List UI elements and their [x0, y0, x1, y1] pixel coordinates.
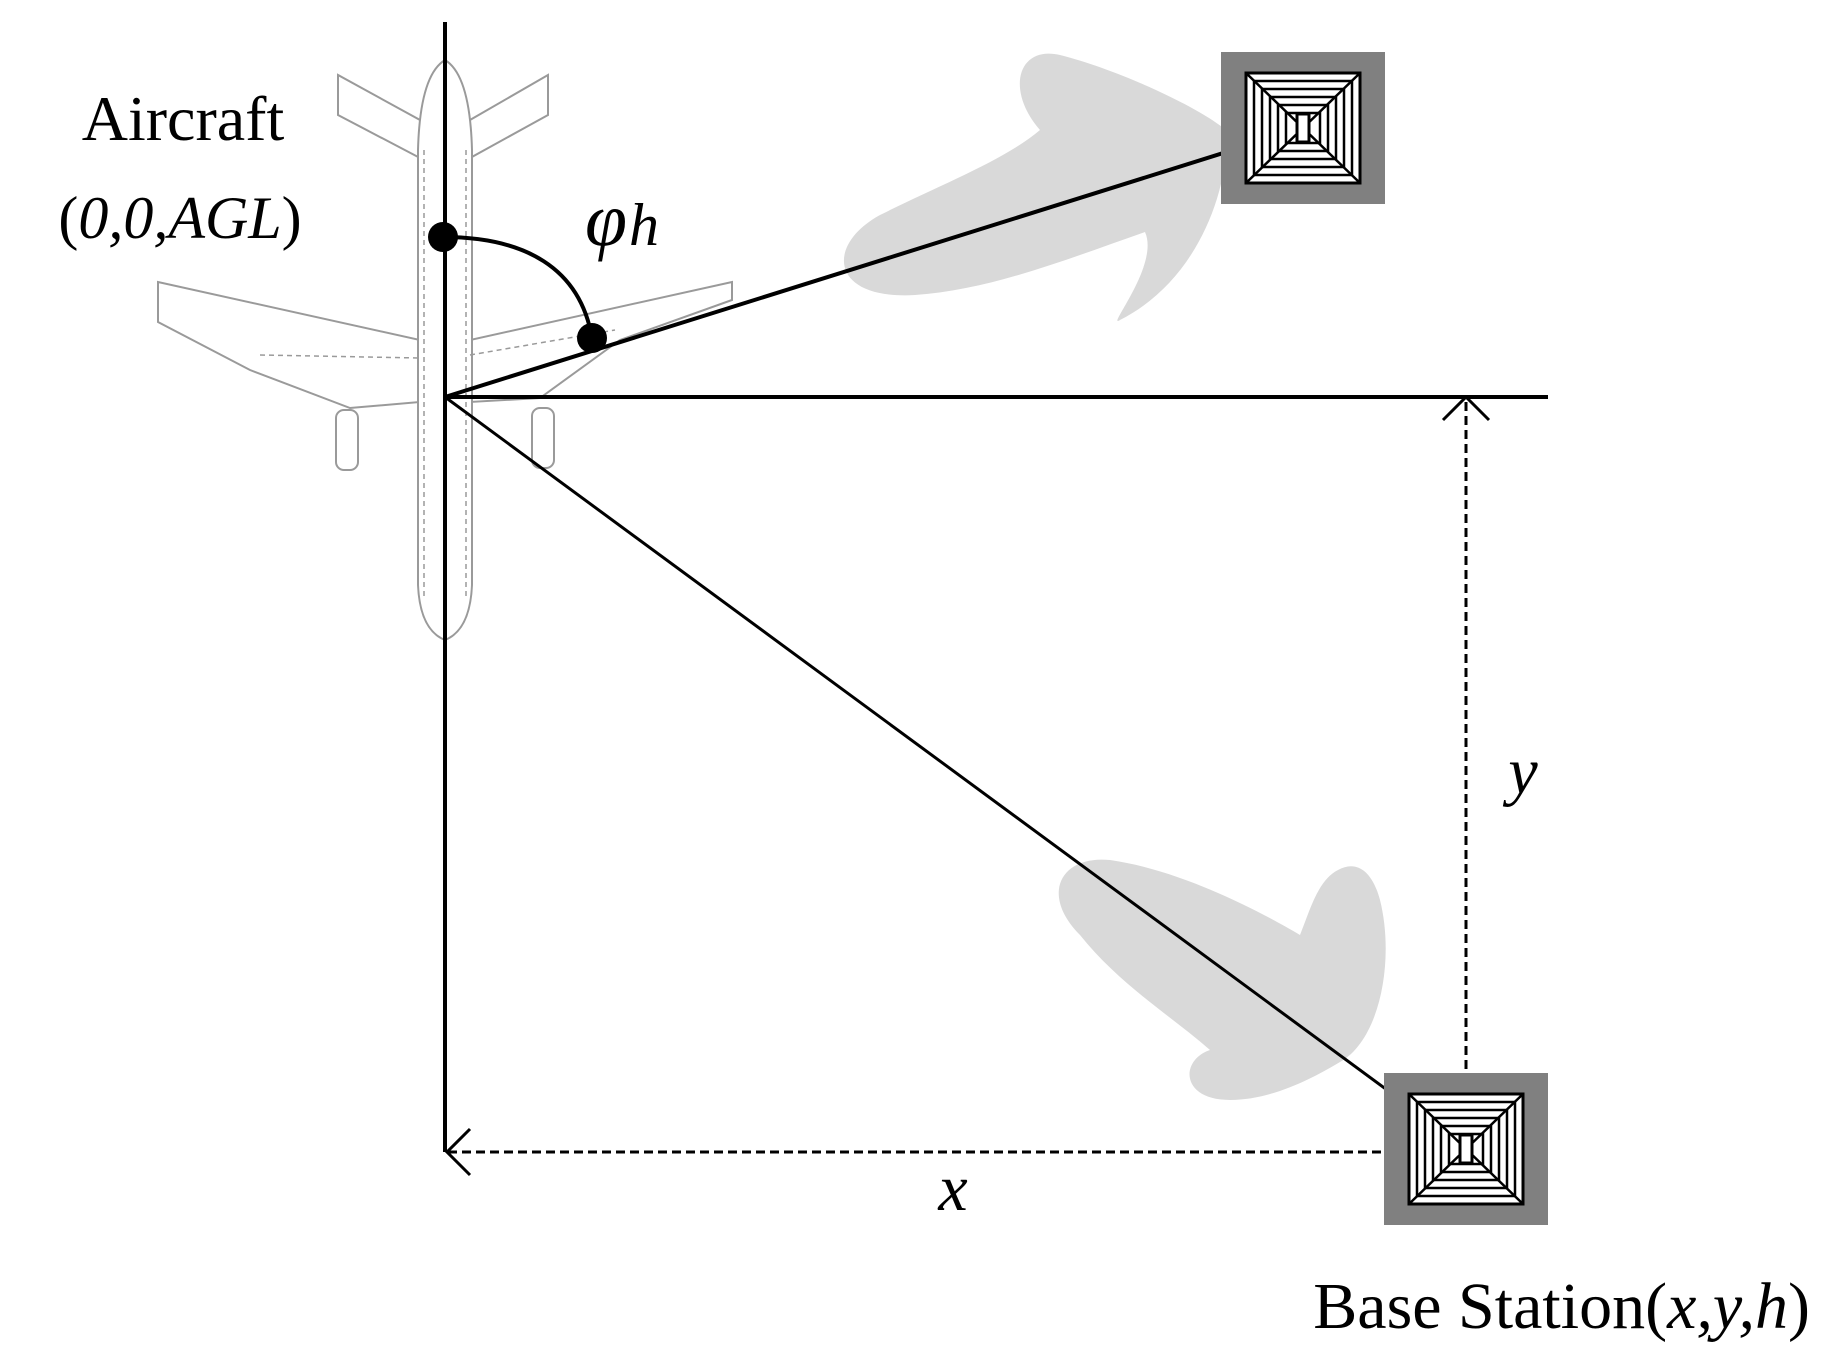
- left-wing: [157, 280, 421, 410]
- heading-angle-arc: [442, 235, 594, 339]
- x-distance-label: x: [937, 1152, 967, 1225]
- base-station-label: Base Station(x,y,h): [1313, 1270, 1810, 1343]
- base-station-prefix: Base Station: [1313, 1270, 1645, 1343]
- aircraft-coords-close: ): [282, 185, 302, 251]
- heading-angle-label: φh: [585, 178, 659, 262]
- base-station-coords-open: (: [1645, 1270, 1667, 1343]
- upper-beam-lobe-icon: [843, 53, 1228, 322]
- aircraft-coordinates-label: (0,0,AGL): [58, 185, 301, 251]
- right-horizontal-stabilizer: [469, 73, 549, 160]
- aircraft-label: Aircraft: [82, 83, 285, 154]
- line-to-base-station: [444, 395, 1467, 1150]
- lower-beam-lobe-icon: [1058, 859, 1386, 1100]
- base-station-icon: [1382, 1071, 1550, 1227]
- angle-subscript: h: [629, 192, 659, 258]
- left-horizontal-stabilizer: [337, 73, 421, 160]
- right-engine: [531, 407, 555, 469]
- left-engine: [335, 409, 359, 471]
- angle-symbol: φ: [585, 178, 627, 262]
- aircraft-coords-open: (: [58, 185, 78, 251]
- y-distance-label: y: [1502, 735, 1538, 808]
- base-station-coords-value: x,y,h: [1666, 1270, 1788, 1343]
- angle-start-dot: [428, 222, 458, 252]
- base-station-coords-close: ): [1788, 1270, 1810, 1343]
- aircraft-coords-value: 0,0,AGL: [78, 185, 281, 251]
- angle-end-dot: [577, 323, 607, 353]
- upper-base-station-icon: [1219, 50, 1387, 206]
